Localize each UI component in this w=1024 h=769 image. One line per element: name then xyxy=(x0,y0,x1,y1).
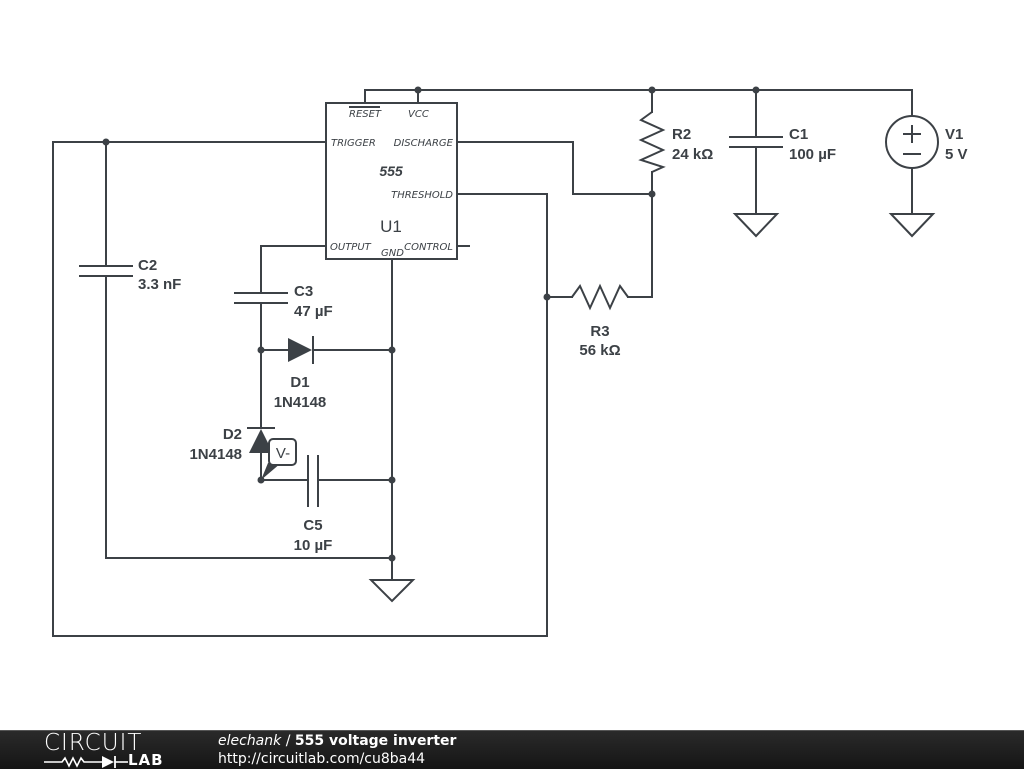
c3-value: 47 µF xyxy=(294,303,333,320)
voltage-probe[interactable]: V- xyxy=(261,438,297,480)
circuitlab-logo[interactable]: CIRCUIT LAB xyxy=(40,731,180,769)
probe-pointer-icon xyxy=(261,463,281,480)
pin-label-output: OUTPUT xyxy=(330,242,372,253)
v1-value: 5 V xyxy=(945,146,968,163)
ic-555-u1[interactable]: RESET VCC TRIGGER DISCHARGE 555 THRESHOL… xyxy=(325,102,458,260)
pin-label-threshold: THRESHOLD xyxy=(391,190,453,201)
pin-label-control: CONTROL xyxy=(404,242,453,253)
ic-part-name: 555 xyxy=(379,163,403,179)
wires xyxy=(52,89,913,637)
junctions xyxy=(102,86,760,562)
probe-box[interactable] xyxy=(268,438,297,466)
d2-name: D2 xyxy=(223,426,242,443)
wire-reset xyxy=(364,89,419,104)
resistor-symbol[interactable] xyxy=(571,283,629,311)
circuit-title-line: elechank / 555 voltage inverter xyxy=(218,732,456,750)
capacitor-c2[interactable]: C2 3.3 nF xyxy=(79,257,181,293)
junction-dot xyxy=(388,554,396,562)
logo-text-circuit: CIRCUIT xyxy=(44,730,143,756)
junction-dot xyxy=(648,86,656,94)
junction-dot xyxy=(102,138,110,146)
diode-symbol[interactable] xyxy=(288,338,312,362)
pin-label-discharge: DISCHARGE xyxy=(394,138,454,149)
title-separator: / xyxy=(281,733,295,749)
footer-bar: CIRCUIT LAB elechank / 555 voltage inver… xyxy=(0,730,1024,769)
voltage-source-symbol[interactable] xyxy=(885,115,939,169)
voltage-source-v1[interactable]: V1 5 V xyxy=(885,115,968,169)
author-link[interactable]: elechank xyxy=(218,733,282,749)
junction-dot xyxy=(543,293,551,301)
capacitor-c1[interactable]: C1 100 µF xyxy=(729,126,836,163)
r2-value: 24 kΩ xyxy=(672,146,713,163)
pin-label-gnd: GND xyxy=(381,248,404,259)
wire-output xyxy=(260,245,327,294)
diode-d2[interactable]: D2 1N4148 xyxy=(189,426,275,463)
d2-value: 1N4148 xyxy=(189,446,242,463)
ic-body[interactable] xyxy=(325,102,458,260)
junction-dot xyxy=(648,190,656,198)
wire-discharge xyxy=(456,141,653,195)
c2-name: C2 xyxy=(138,257,157,274)
circuit-title[interactable]: 555 voltage inverter xyxy=(294,733,457,749)
pin-label-reset: RESET xyxy=(349,109,382,120)
d1-name: D1 xyxy=(290,374,309,391)
c2-value: 3.3 nF xyxy=(138,276,181,293)
schematic-canvas: RESET VCC TRIGGER DISCHARGE 555 THRESHOL… xyxy=(52,86,968,637)
c5-name: C5 xyxy=(303,517,322,534)
pin-label-vcc: VCC xyxy=(408,109,429,120)
r2-name: R2 xyxy=(672,126,691,143)
c3-name: C3 xyxy=(294,283,313,300)
c1-value: 100 µF xyxy=(789,146,836,163)
diode-d1[interactable]: D1 1N4148 xyxy=(274,336,327,411)
resistor-r2[interactable]: R2 24 kΩ xyxy=(638,111,713,173)
junction-dot xyxy=(388,476,396,484)
logo-resistor-diode-icon xyxy=(44,756,128,768)
wire-threshold xyxy=(52,141,548,637)
wire-c2-bottom xyxy=(105,275,393,559)
capacitor-c5[interactable]: C5 10 µF xyxy=(294,455,333,554)
d1-value: 1N4148 xyxy=(274,394,327,411)
circuit-info: elechank / 555 voltage inverter http://c… xyxy=(218,732,456,768)
junction-dot xyxy=(752,86,760,94)
ground-icon xyxy=(888,213,936,238)
circuit-url[interactable]: http://circuitlab.com/cu8ba44 xyxy=(218,751,426,767)
capacitor-c3[interactable]: C3 47 µF xyxy=(234,283,333,320)
probe-label: V- xyxy=(276,445,290,462)
c5-value: 10 µF xyxy=(294,537,333,554)
ic-refdes: U1 xyxy=(380,217,402,236)
junction-dot xyxy=(388,346,396,354)
v1-name: V1 xyxy=(945,126,963,143)
diode-symbol[interactable] xyxy=(249,429,273,453)
junction-dot xyxy=(414,86,422,94)
wire-r3-right xyxy=(627,193,653,298)
ground-icon xyxy=(732,213,780,238)
ground-icon xyxy=(368,579,416,603)
resistor-r3[interactable]: R3 56 kΩ xyxy=(571,283,629,359)
logo-text-lab: LAB xyxy=(128,751,164,769)
resistor-symbol[interactable] xyxy=(638,111,666,173)
r3-name: R3 xyxy=(590,323,609,340)
c1-name: C1 xyxy=(789,126,808,143)
r3-value: 56 kΩ xyxy=(579,342,620,359)
pin-label-trigger: TRIGGER xyxy=(331,138,376,149)
junction-dot xyxy=(257,346,265,354)
